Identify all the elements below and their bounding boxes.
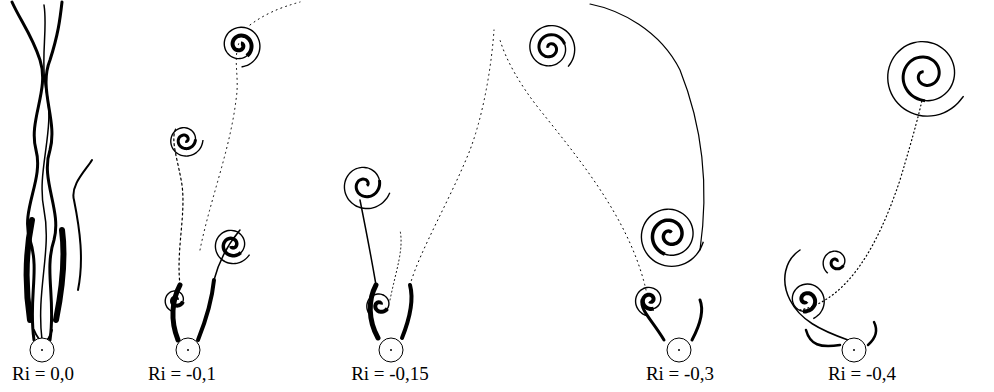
vortex-spiral: [888, 42, 964, 117]
vortex-spiral: [224, 27, 260, 67]
vortex-core: [356, 179, 379, 197]
vortex-spiral: [165, 291, 183, 311]
vortex-core: [233, 36, 252, 56]
vortex-core: [375, 302, 387, 311]
richardson-label: Ri = -0,3: [646, 364, 714, 383]
vortex-core: [903, 57, 939, 101]
vortex-spirals: [165, 26, 963, 319]
richardson-label: Ri = 0,0: [12, 364, 74, 383]
vortex-spiral: [215, 230, 249, 263]
richardson-label: Ri = -0,4: [828, 364, 896, 383]
vortex-spiral: [367, 294, 389, 313]
vortex-core: [223, 238, 240, 255]
vortex-core: [831, 259, 843, 269]
vortex-spiral: [344, 167, 389, 208]
vortex-core: [172, 298, 183, 306]
vortex-spiral: [792, 284, 824, 319]
vortex-core: [801, 293, 815, 311]
cylinder-centres: [41, 349, 855, 351]
vortex-core: [652, 220, 682, 254]
vortex-spiral: [171, 128, 203, 156]
vortex-core: [643, 295, 654, 309]
richardson-label: Ri = -0,1: [148, 364, 216, 383]
vortex-spiral: [641, 209, 703, 266]
vortex-core: [178, 135, 195, 149]
vortex-spiral: [823, 251, 845, 273]
vortex-core: [539, 35, 565, 57]
richardson-label: Ri = -0,15: [351, 364, 429, 383]
cylinders: [30, 338, 866, 362]
vortex-spiral: [530, 26, 575, 67]
vortex-spiral: [636, 287, 661, 315]
streaklines: [12, 2, 922, 346]
